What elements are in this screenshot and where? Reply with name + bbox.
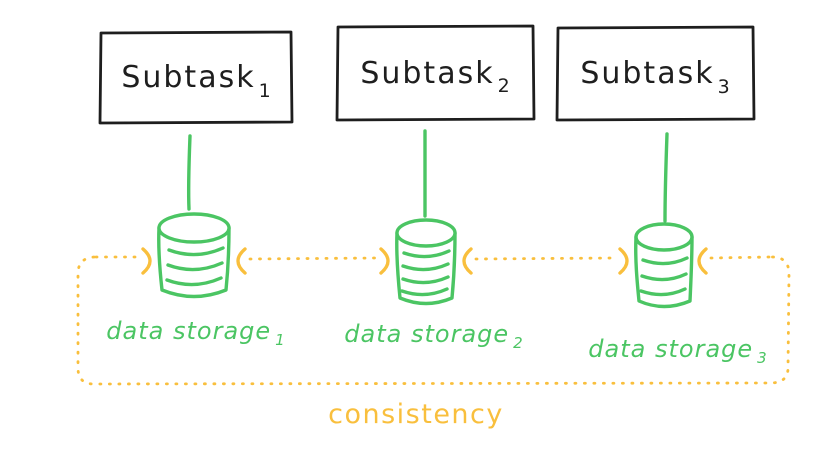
subtask-2-text: Subtask (360, 55, 495, 91)
subtask-box-1 (98, 30, 294, 125)
subtask-1-subscript: 1 (258, 79, 271, 102)
subtask-3-text: Subtask (580, 56, 715, 91)
database-icon-1 (157, 212, 231, 299)
subtask-2-subscript: 2 (497, 75, 510, 97)
arrowhead-icon (618, 247, 629, 275)
data-storage-2-text: data storage (344, 320, 510, 348)
arrowhead-icon (236, 247, 247, 275)
database-icon-2 (395, 218, 457, 306)
consistency-boundary (76, 255, 791, 386)
subtask-box-2 (335, 24, 536, 122)
boundary-top-segment (709, 255, 772, 260)
boundary-top-segment (248, 256, 379, 261)
arrowhead-icon (697, 247, 708, 275)
arrowhead-icon (379, 247, 390, 275)
subtask-box-3 (555, 25, 756, 122)
data-storage-3-subscript: 3 (757, 349, 768, 367)
boundary-outline (76, 255, 791, 386)
sync-arrowheads (141, 247, 708, 275)
database-icon-3 (634, 222, 694, 309)
connector-line-3 (663, 132, 669, 223)
boundary-top-segment (474, 256, 617, 261)
data-storage-2-subscript: 2 (513, 334, 524, 352)
consistency-label: consistency (310, 394, 522, 434)
connector-lines (186, 129, 669, 223)
data-storage-3-text: data storage (588, 335, 754, 363)
subtask-1-text: Subtask (121, 60, 256, 95)
data-storage-1-subscript: 1 (275, 331, 286, 349)
consistency-text: consistency (328, 398, 504, 430)
subtask-3-subscript: 3 (717, 75, 730, 98)
arrowhead-icon (141, 247, 152, 275)
subtask-boxes (98, 24, 756, 125)
data-storage-1-text: data storage (106, 317, 272, 345)
arrowhead-icon (462, 247, 473, 275)
connector-line-1 (186, 134, 192, 211)
